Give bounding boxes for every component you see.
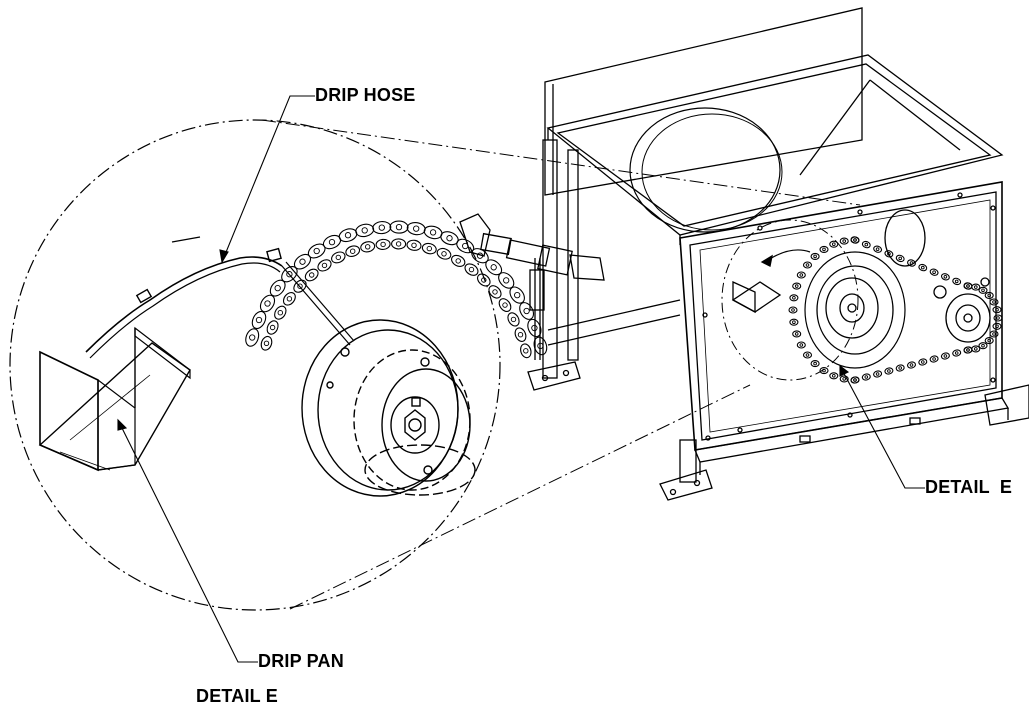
washer-assembly-drawing bbox=[459, 7, 1029, 501]
detail-e-callout-label: DETAIL E bbox=[925, 477, 1013, 497]
drip-pan-drawing bbox=[38, 326, 191, 472]
drip-hose-label: DRIP HOSE bbox=[315, 85, 416, 105]
chain-arc-drawing bbox=[245, 220, 548, 359]
sprocket-hub-drawing bbox=[301, 319, 476, 497]
leader-lines bbox=[117, 95, 925, 663]
drip-pan-label: DRIP PAN bbox=[258, 651, 344, 671]
detail-e-caption: DETAIL E bbox=[196, 686, 278, 706]
chain-loop-drawing bbox=[788, 236, 1003, 384]
detail-e-circle bbox=[9, 119, 861, 611]
drip-hose-drawing bbox=[85, 236, 355, 359]
